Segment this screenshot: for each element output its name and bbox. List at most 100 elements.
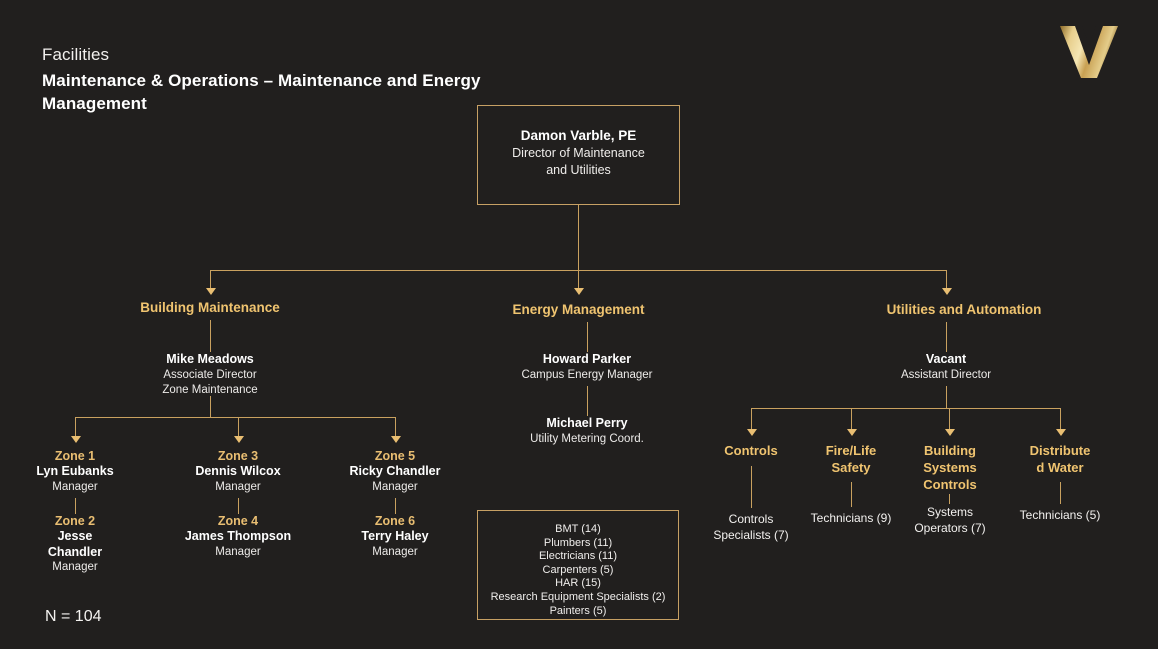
connector-zone1-drop [75,417,76,437]
arrow-fire-life-safety [847,429,857,436]
node-role-line1: Associate Director [163,368,257,381]
root-node-box[interactable]: Damon Varble, PE Director of Maintenance… [477,105,680,205]
node-zone-6[interactable]: Zone 6 Terry Haley Manager [325,513,465,560]
branch-label-energy-management[interactable]: Energy Management [512,302,645,317]
connector-zone5-drop [395,417,396,437]
trades-item: Electricians (11) [538,550,618,563]
node-mike-meadows[interactable]: Mike Meadows Associate Director Zone Mai… [110,352,310,399]
count-systems-operators[interactable]: Systems Operators (7) [894,504,1006,536]
zone-label: Zone 4 [217,514,259,528]
node-role-line1: Campus Energy Manager [521,368,653,381]
trades-roster-box[interactable]: BMT (14) Plumbers (11) Electricians (11)… [477,510,679,620]
connector-root-stem [578,205,579,270]
node-michael-perry[interactable]: Michael Perry Utility Metering Coord. [487,416,687,447]
vanderbilt-v-logo [1052,18,1126,80]
node-zone-1[interactable]: Zone 1 Lyn Eubanks Manager [5,448,145,495]
connector-controls-to-count [751,466,752,508]
node-name-line2: Chandler [47,544,103,559]
connector-bsc-to-count [949,494,950,504]
arrow-zone5 [391,436,401,443]
header-eyebrow: Facilities [42,45,110,64]
trades-item: Plumbers (11) [543,536,613,549]
node-role-line1: Utility Metering Coord. [530,432,644,445]
connector-branch2-drop [578,270,579,289]
connector-vacant-stem [946,386,947,408]
trades-item: Carpenters (5) [542,563,614,576]
arrow-branch-building-maintenance [206,288,216,295]
connector-fire-life-safety-drop [851,408,852,430]
node-role-line1: Manager [215,480,261,493]
group-label-line3: Controls [923,477,977,492]
count-fire-technicians[interactable]: Technicians (9) [791,510,911,526]
node-name: Howard Parker [542,352,632,366]
count-line1: Systems [926,505,973,519]
arrow-zone3 [234,436,244,443]
branch-label-utilities-automation[interactable]: Utilities and Automation [886,302,1042,317]
node-name-line1: Jesse [57,529,93,543]
connector-zone3-drop [238,417,239,437]
node-name: Mike Meadows [166,352,254,366]
connector-ua-to-lead [946,322,947,352]
group-label-distributed-water[interactable]: Distribute d Water [1013,442,1107,476]
connector-fire-to-count [851,482,852,507]
trades-item: HAR (15) [555,577,601,590]
zone-label: Zone 1 [54,449,96,463]
node-zone-5[interactable]: Zone 5 Ricky Chandler Manager [325,448,465,495]
group-label-line1: Controls [724,443,778,458]
count-line1: Technicians (9) [810,511,892,525]
node-zone-4[interactable]: Zone 4 James Thompson Manager [163,513,313,560]
arrow-branch-energy-management [574,288,584,295]
zone-label: Zone 2 [54,514,96,528]
node-role-line2: Zone Maintenance [162,384,258,396]
node-name: Terry Haley [361,529,429,543]
page-title-line2: Management [42,94,147,113]
arrow-zone1 [71,436,81,443]
arrow-controls [747,429,757,436]
node-zone-2[interactable]: Zone 2 Jesse Chandler Manager [5,513,145,576]
connector-zone1-to-zone2 [75,498,76,514]
node-howard-parker[interactable]: Howard Parker Campus Energy Manager [487,352,687,383]
connector-zone5-to-zone6 [395,498,396,514]
branch-label-building-maintenance[interactable]: Building Maintenance [140,300,280,315]
root-role-line2: and Utilities [546,163,611,177]
connector-branch3-drop [946,270,947,289]
count-line2: Specialists (7) [713,528,789,542]
group-label-line2: Safety [831,460,871,475]
root-role-line1: Director of Maintenance [512,146,645,160]
connector-parker-to-perry [587,386,588,416]
node-vacant-assistant-director[interactable]: Vacant Assistant Director [846,352,1046,383]
node-role-line1: Manager [52,480,98,493]
node-zone-3[interactable]: Zone 3 Dennis Wilcox Manager [168,448,308,495]
connector-utilities-bus [751,408,1061,409]
node-role-line1: Manager [372,545,418,558]
node-name: Ricky Chandler [349,464,441,478]
group-label-building-systems-controls[interactable]: Building Systems Controls [903,442,997,493]
root-name: Damon Varble, PE [520,128,637,143]
arrow-building-systems-controls [945,429,955,436]
connector-bm-to-lead [210,320,211,352]
group-label-line2: Systems [923,460,977,475]
count-controls-specialists[interactable]: Controls Specialists (7) [696,511,806,543]
connector-em-to-lead [587,322,588,352]
node-name: Lyn Eubanks [36,464,114,478]
count-water-technicians[interactable]: Technicians (5) [1000,507,1120,523]
group-label-line1: Building [924,443,976,458]
group-label-fire-life-safety[interactable]: Fire/Life Safety [801,442,901,476]
arrow-branch-utilities-automation [942,288,952,295]
node-role-line1: Manager [52,561,98,573]
node-name: James Thompson [184,529,292,543]
group-label-controls[interactable]: Controls [701,442,801,459]
connector-controls-drop [751,408,752,430]
node-name: Dennis Wilcox [195,464,281,478]
total-headcount: N = 104 [45,608,102,625]
node-role-line1: Manager [372,480,418,493]
page-title: Maintenance & Operations – Maintenance a… [42,69,662,115]
count-line1: Technicians (5) [1019,508,1101,522]
connector-zone3-to-zone4 [238,498,239,514]
count-line2: Operators (7) [914,521,986,535]
count-line1: Controls [728,512,774,526]
zone-label: Zone 5 [374,449,416,463]
node-role-line1: Manager [215,545,261,558]
zone-label: Zone 6 [374,514,416,528]
